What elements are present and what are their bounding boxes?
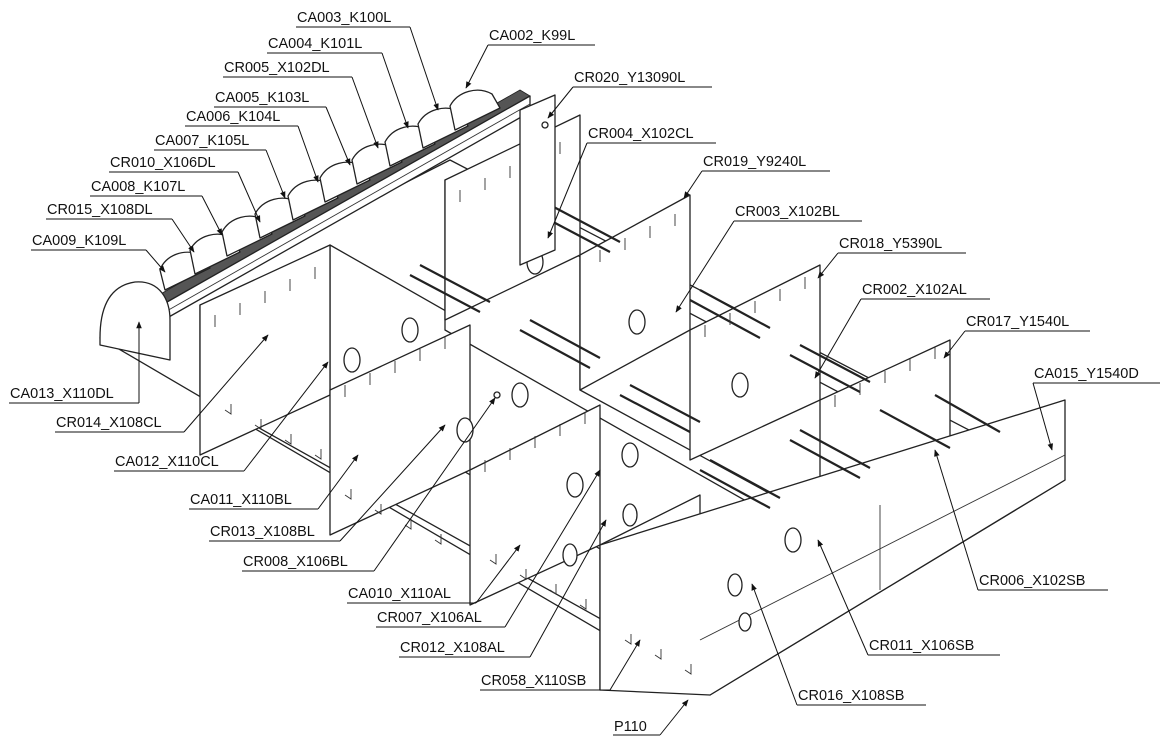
label-ca012: CA012_X110CL xyxy=(115,454,219,470)
callout-cr017: CR017_Y1540L xyxy=(943,314,1090,359)
callout-cr003: CR003_X102BL xyxy=(675,204,862,313)
label-ca004: CA004_K101L xyxy=(268,36,362,52)
callout-cr002: CR002_X102AL xyxy=(814,282,990,379)
label-ca005: CA005_K103L xyxy=(215,90,309,106)
lightening-holes xyxy=(343,249,802,632)
label-cr020: CR020_Y13090L xyxy=(574,70,685,86)
label-ca009: CA009_K109L xyxy=(32,233,126,249)
label-p110: P110 xyxy=(614,719,647,735)
label-cr005: CR005_X102DL xyxy=(224,60,330,76)
label-cr010: CR010_X106DL xyxy=(110,155,216,171)
callout-cr058: CR058_X110SB xyxy=(480,639,641,691)
callout-cr020: CR020_Y13090L xyxy=(547,70,712,119)
label-ca011: CA011_X110BL xyxy=(190,492,292,508)
label-cr017: CR017_Y1540L xyxy=(966,314,1069,330)
callout-ca006: CA006_K104L xyxy=(185,109,319,183)
callout-cr004: CR004_X102CL xyxy=(547,126,716,239)
callout-cr010: CR010_X106DL xyxy=(109,155,261,223)
web-stiffener-ticks xyxy=(214,142,936,472)
label-cr015: CR015_X108DL xyxy=(47,202,153,218)
label-cr016: CR016_X108SB xyxy=(798,688,904,704)
callout-ca015: CA015_Y1540D xyxy=(1032,366,1160,451)
label-ca013: CA013_X110DL xyxy=(10,386,114,402)
callout-cr006: CR006_X102SB xyxy=(934,449,1108,591)
callout-ca005: CA005_K103L xyxy=(214,90,351,166)
label-ca006: CA006_K104L xyxy=(186,109,280,125)
callout-cr013: CR013_X108BL xyxy=(209,424,446,542)
label-cr007: CR007_X106AL xyxy=(377,610,482,626)
callout-cr018: CR018_Y5390L xyxy=(817,236,966,279)
cr020-vertical-frame xyxy=(519,94,556,266)
bottom-brackets xyxy=(224,404,692,675)
callout-ca007: CA007_K105L xyxy=(154,133,286,199)
callout-cr005: CR005_X102DL xyxy=(223,60,379,149)
callout-ca010: CA010_X110AL xyxy=(347,544,521,604)
callout-ca008: CA008_K107L xyxy=(90,179,223,236)
label-cr019: CR019_Y9240L xyxy=(703,154,806,170)
callout-cr007: CR007_X106AL xyxy=(376,469,601,628)
label-cr018: CR018_Y5390L xyxy=(839,236,942,252)
callout-cr016: CR016_X108SB xyxy=(751,583,926,706)
callout-cr008: CR008_X106BL xyxy=(242,397,496,572)
label-cr004: CR004_X102CL xyxy=(588,126,694,142)
label-cr003: CR003_X102BL xyxy=(735,204,840,220)
label-ca003: CA003_K100L xyxy=(297,10,391,26)
callout-ca013: CA013_X110DL xyxy=(9,321,142,404)
callout-cr015: CR015_X108DL xyxy=(46,202,195,253)
label-ca002: CA002_K99L xyxy=(489,28,575,44)
label-ca007: CA007_K105L xyxy=(155,133,249,149)
callout-ca011: CA011_X110BL xyxy=(189,454,359,510)
callout-cr011: CR011_X106SB xyxy=(817,539,1000,656)
label-ca008: CA008_K107L xyxy=(91,179,185,195)
label-ca015: CA015_Y1540D xyxy=(1034,366,1139,382)
callout-cr014: CR014_X108CL xyxy=(55,334,269,433)
callout-ca002: CA002_K99L xyxy=(465,28,595,89)
label-cr002: CR002_X102AL xyxy=(862,282,967,298)
label-cr011: CR011_X106SB xyxy=(869,638,974,654)
label-cr012: CR012_X108AL xyxy=(400,640,505,656)
callout-cr019: CR019_Y9240L xyxy=(683,154,830,199)
structure-drawing xyxy=(99,89,1066,696)
label-cr006: CR006_X102SB xyxy=(979,573,1085,589)
callout-labels: CA003_K100L CA002_K99L CA004_K101L CR005… xyxy=(9,10,1160,736)
label-cr014: CR014_X108CL xyxy=(56,415,162,431)
callout-cr012: CR012_X108AL xyxy=(399,519,607,658)
label-ca010: CA010_X110AL xyxy=(348,586,451,602)
callout-ca004: CA004_K101L xyxy=(267,36,409,129)
callout-p110: P110 xyxy=(613,699,689,736)
callout-ca009: CA009_K109L xyxy=(31,233,166,273)
callout-ca003: CA003_K100L xyxy=(296,10,439,111)
callout-ca012: CA012_X110CL xyxy=(114,361,329,472)
label-cr058: CR058_X110SB xyxy=(481,673,586,689)
label-cr013: CR013_X108BL xyxy=(210,524,315,540)
label-cr008: CR008_X106BL xyxy=(243,554,348,570)
